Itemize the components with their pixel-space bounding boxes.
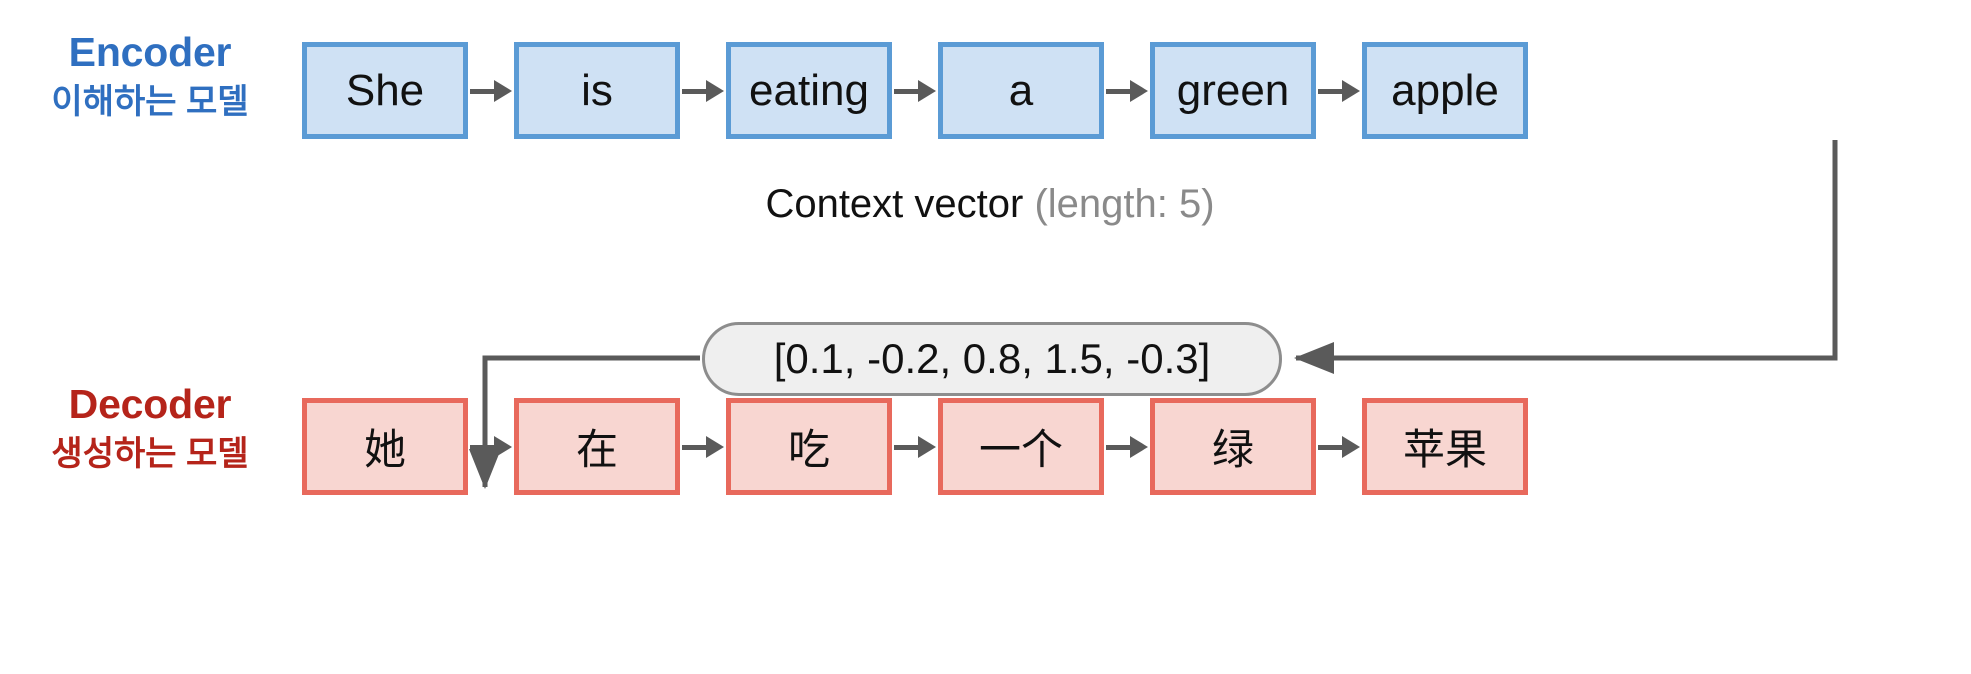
encoder-token-box[interactable]: is xyxy=(514,42,680,139)
decoder-title: Decoder xyxy=(68,381,232,427)
arrow-right-icon xyxy=(1104,78,1150,104)
arrow-right-icon xyxy=(1104,434,1150,460)
context-caption-main: Context vector xyxy=(765,182,1035,226)
decoder-label: Decoder 생성하는 모델 xyxy=(0,380,300,474)
arrow-right-icon xyxy=(468,434,514,460)
arrow-right-icon xyxy=(680,434,726,460)
encoder-subtitle: 이해하는 모델 xyxy=(51,83,249,122)
encoder-token-box[interactable]: eating xyxy=(726,42,892,139)
arrow-right-icon xyxy=(468,78,514,104)
arrow-right-icon xyxy=(892,434,938,460)
encoder-token-row: She is eating a green apple xyxy=(302,42,1528,139)
context-vector-caption: Context vector (length: 5) xyxy=(560,182,1420,227)
decoder-token-box[interactable]: 在 xyxy=(514,398,680,495)
encoder-token-box[interactable]: green xyxy=(1150,42,1316,139)
arrow-right-icon xyxy=(1316,434,1362,460)
arrow-right-icon xyxy=(680,78,726,104)
arrow-right-icon xyxy=(892,78,938,104)
decoder-token-box[interactable]: 苹果 xyxy=(1362,398,1528,495)
decoder-token-box[interactable]: 绿 xyxy=(1150,398,1316,495)
encoder-title: Encoder xyxy=(68,29,232,75)
context-caption-length: (length: 5) xyxy=(1034,182,1215,226)
encoder-token-box[interactable]: apple xyxy=(1362,42,1528,139)
decoder-token-box[interactable]: 一个 xyxy=(938,398,1104,495)
encoder-label: Encoder 이해하는 모델 xyxy=(0,28,300,122)
encoder-token-box[interactable]: She xyxy=(302,42,468,139)
encoder-token-box[interactable]: a xyxy=(938,42,1104,139)
context-vector-value: [0.1, -0.2, 0.8, 1.5, -0.3] xyxy=(773,335,1211,382)
decoder-token-row: 她 在 吃 一个 绿 苹果 xyxy=(302,398,1528,495)
context-vector-pill[interactable]: [0.1, -0.2, 0.8, 1.5, -0.3] xyxy=(702,322,1282,396)
encoder-to-context-arrow xyxy=(1293,140,1838,375)
arrow-right-icon xyxy=(1316,78,1362,104)
decoder-subtitle: 생성하는 모델 xyxy=(51,435,249,474)
decoder-token-box[interactable]: 她 xyxy=(302,398,468,495)
decoder-token-box[interactable]: 吃 xyxy=(726,398,892,495)
